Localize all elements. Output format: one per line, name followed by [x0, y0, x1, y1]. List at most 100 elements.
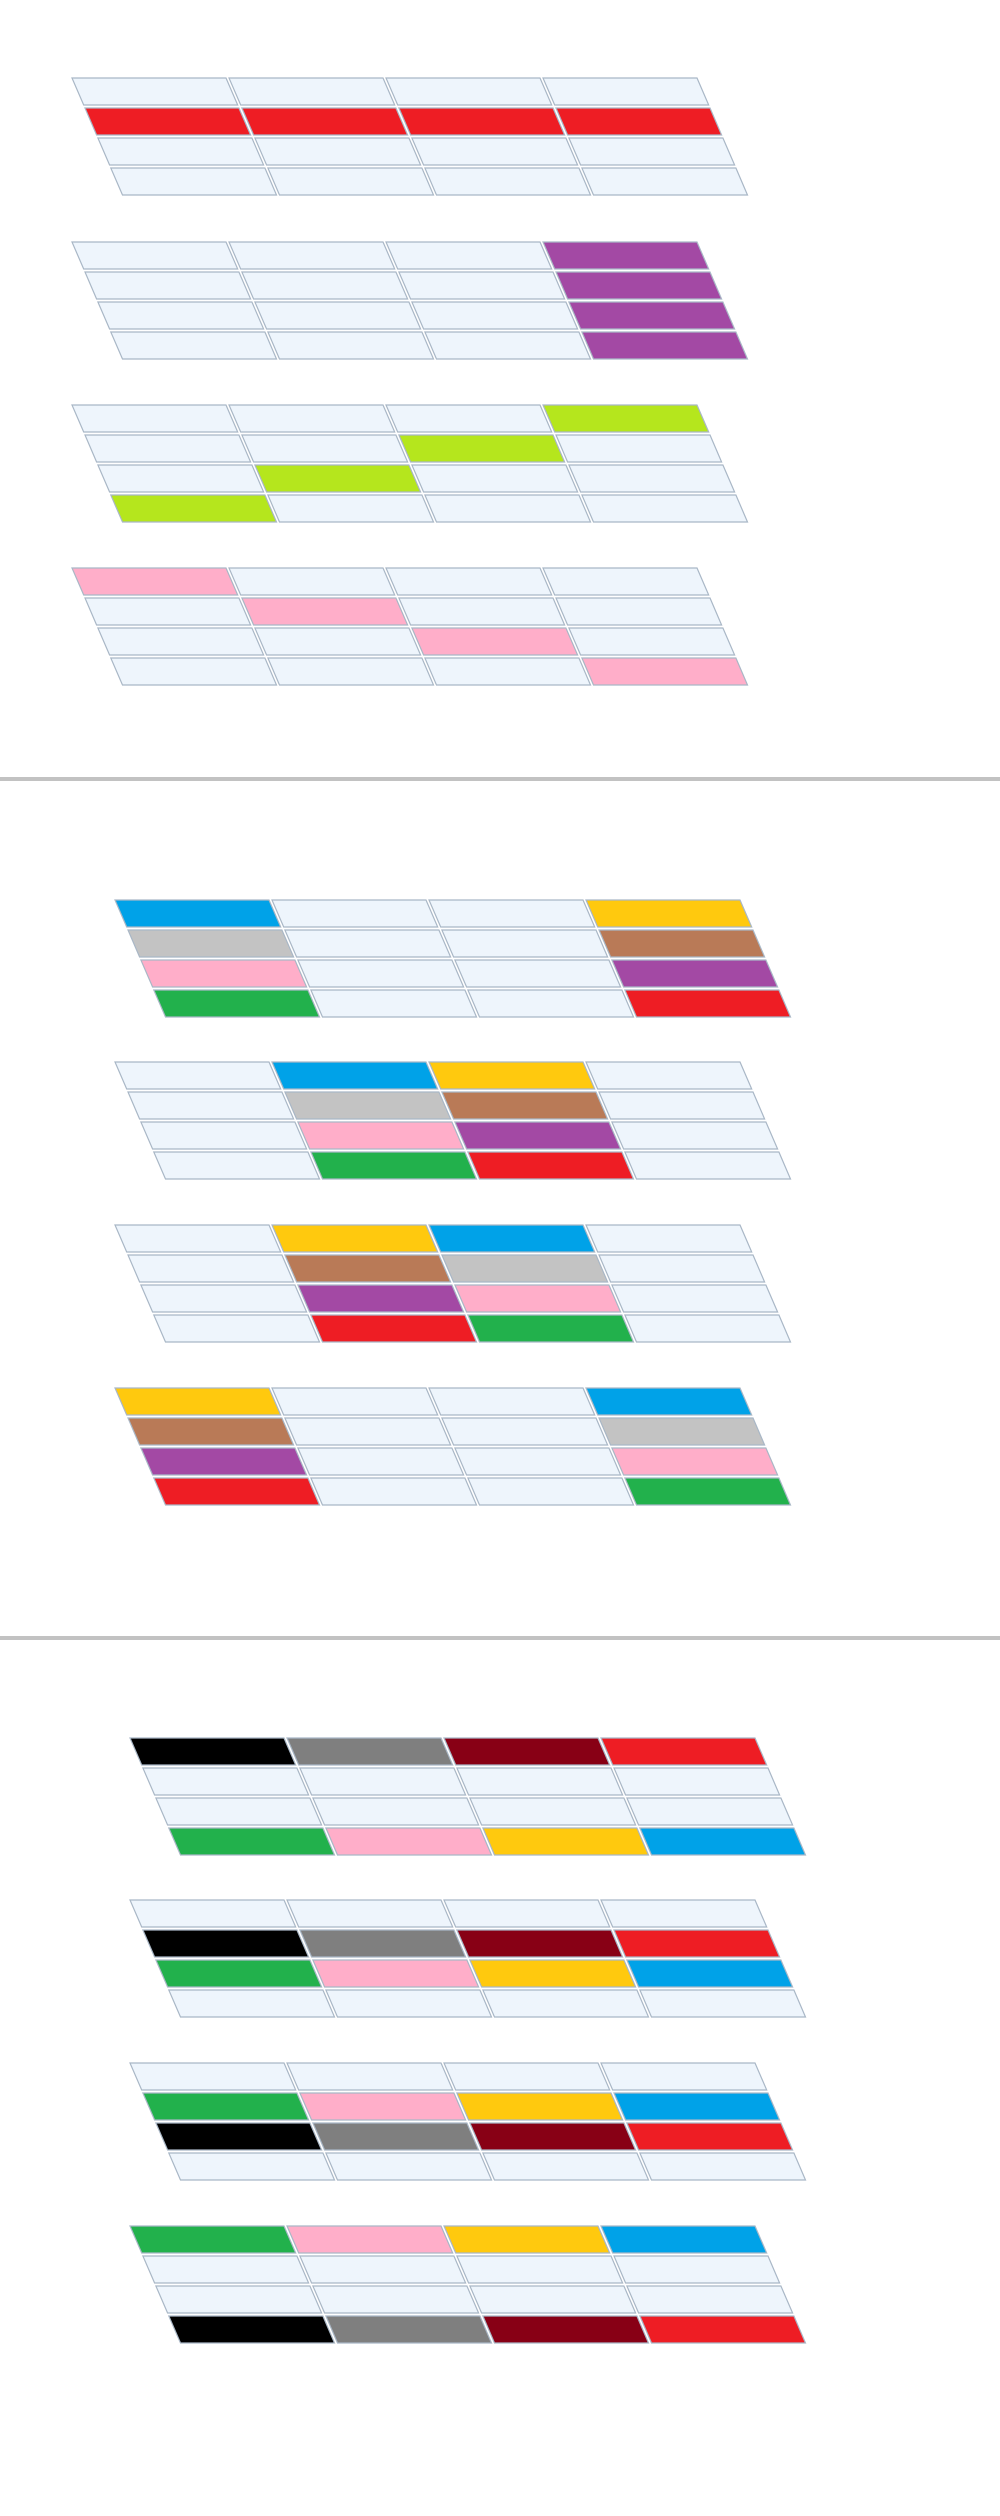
grid-cell-empty: [385, 77, 553, 106]
grid-cell-empty: [542, 567, 710, 596]
grid-cell-empty: [311, 2285, 480, 2314]
grid-cell-empty: [139, 1284, 308, 1313]
grid-cell-empty: [139, 1121, 308, 1150]
grid-cell-empty: [266, 657, 435, 686]
grid-cell-empty: [266, 494, 435, 523]
grid-cell-empty: [298, 1767, 467, 1796]
grid-cell-purple: [610, 959, 779, 988]
grid-cell-empty: [324, 2152, 493, 2181]
section-single-color-patterns: [71, 77, 749, 686]
grid-cell-empty: [71, 77, 239, 106]
grid-cell-empty: [638, 2152, 807, 2181]
grid-cell-red: [638, 2315, 807, 2344]
grid-cell-gray: [283, 1091, 452, 1120]
grid-cell-empty: [466, 989, 635, 1018]
grid-cell-gray: [127, 929, 295, 958]
grid-cell-empty: [623, 1314, 792, 1343]
grid-cell-empty: [610, 1284, 779, 1313]
grid-cell-empty: [240, 271, 409, 300]
grid-cell-green: [141, 2092, 310, 2121]
grid-cell-empty: [228, 567, 396, 596]
grid-cell-pink: [610, 1447, 779, 1476]
grid-inner-rows-swapped: [129, 2062, 807, 2181]
grid-cell-empty: [109, 657, 278, 686]
grid-cell-blue: [638, 1827, 807, 1856]
grid-cell-empty: [167, 2152, 336, 2181]
grid-cell-empty: [152, 1151, 321, 1180]
grid-cell-red: [84, 107, 252, 136]
grid-cell-pink: [298, 2092, 467, 2121]
grid-cell-pink: [453, 1284, 622, 1313]
grid-cell-empty: [271, 1387, 439, 1416]
grid-outer-columns: [114, 899, 792, 1018]
grid-cell-empty: [567, 464, 736, 493]
grid-cell-empty: [443, 2062, 611, 2091]
grid-cell-empty: [410, 301, 579, 330]
grid-cell-empty: [228, 241, 396, 270]
grid-cell-pink: [324, 1827, 493, 1856]
grid-cell-dark-red: [455, 1929, 624, 1958]
grid-cell-empty: [96, 464, 265, 493]
grid-cell-empty: [71, 404, 239, 433]
grid-cell-empty: [440, 929, 609, 958]
grid-anti-diagonal-pattern: [71, 404, 749, 523]
grid-cell-green: [466, 1314, 635, 1343]
grid-cell-empty: [613, 1767, 781, 1796]
grid-cell-pink: [580, 657, 749, 686]
grid-cell-blue: [114, 899, 282, 928]
grid-cell-purple: [555, 271, 723, 300]
grid-cell-empty: [555, 597, 723, 626]
grid-cell-lime: [253, 464, 422, 493]
grid-cell-red: [152, 1477, 321, 1506]
grid-cell-empty: [600, 1899, 768, 1928]
grid-cell-empty: [114, 1061, 282, 1090]
grid-cell-lime: [397, 434, 566, 463]
grid-cell-empty: [228, 77, 396, 106]
grid-cell-empty: [585, 1224, 753, 1253]
grid-row-pattern: [71, 77, 749, 196]
grid-cell-empty: [141, 1767, 310, 1796]
grid-cell-empty: [309, 989, 478, 1018]
grid-cell-empty: [253, 301, 422, 330]
grid-cell-red: [466, 1151, 635, 1180]
grid-cell-empty: [610, 1121, 779, 1150]
grid-cell-empty: [397, 597, 566, 626]
grid-cell-empty: [84, 434, 252, 463]
grid-cell-empty: [271, 899, 439, 928]
grid-cell-empty: [423, 657, 592, 686]
grid-outer-columns-swapped: [114, 1387, 792, 1506]
section-column-pair-patterns: [114, 899, 792, 1506]
grid-cell-empty: [96, 137, 265, 166]
grid-outer-rows-swapped: [129, 2225, 807, 2344]
grid-cell-empty: [623, 1151, 792, 1180]
grid-cell-black: [129, 1737, 297, 1766]
grid-cell-empty: [423, 331, 592, 360]
grid-cell-dark-gray: [298, 1929, 467, 1958]
grid-cell-dark-red: [468, 2122, 637, 2151]
grid-cell-pink: [296, 1121, 465, 1150]
grid-cell-pink: [286, 2225, 454, 2254]
grid-cell-empty: [481, 1989, 650, 2018]
grid-column-pattern: [71, 241, 749, 360]
grid-cell-blue: [271, 1061, 439, 1090]
grid-cell-blue: [625, 1959, 794, 1988]
grid-cell-empty: [141, 2255, 310, 2284]
grid-cell-blue: [613, 2092, 781, 2121]
grid-cell-dark-gray: [324, 2315, 493, 2344]
grid-cell-empty: [598, 1254, 766, 1283]
grid-cell-brown: [283, 1254, 452, 1283]
grid-cell-yellow: [114, 1387, 282, 1416]
grid-cell-empty: [309, 1477, 478, 1506]
grid-inner-columns-swapped: [114, 1224, 792, 1343]
grid-cell-empty: [240, 434, 409, 463]
grid-cell-empty: [423, 167, 592, 196]
grid-cell-empty: [228, 404, 396, 433]
grid-cell-empty: [542, 77, 710, 106]
grid-cell-empty: [613, 2255, 781, 2284]
grid-cell-empty: [253, 627, 422, 656]
dividers-layer: [0, 777, 1000, 1640]
grid-cell-empty: [286, 2062, 454, 2091]
grid-cell-red: [397, 107, 566, 136]
grid-cell-dark-gray: [311, 2122, 480, 2151]
